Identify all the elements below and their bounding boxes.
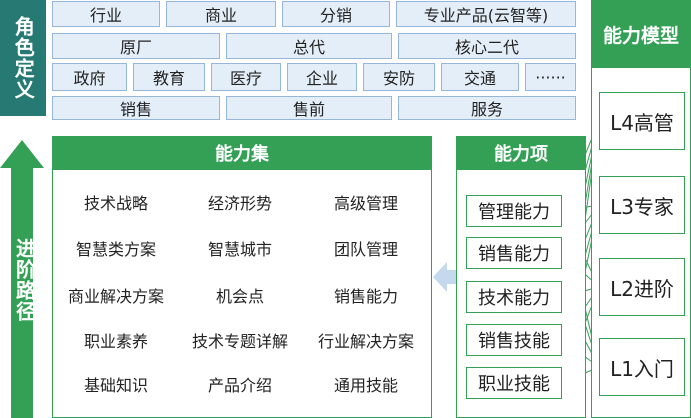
set-item: 销售能力 <box>333 287 398 306</box>
set-item: 技术战略 <box>83 194 148 213</box>
ability-items-title: 能力项 <box>456 136 586 170</box>
advancement-path-label: 进阶路径 <box>12 238 37 322</box>
path-arrow <box>0 140 44 418</box>
set-item: 团队管理 <box>333 240 398 259</box>
role-general-agent: 总代 <box>226 33 392 59</box>
set-item: 产品介绍 <box>207 376 272 395</box>
role-definition-label: 角色定义 <box>0 0 46 116</box>
set-item: 商业解决方案 <box>67 287 164 306</box>
flow-arrow-left <box>433 262 456 292</box>
ability-item: 管理能力 <box>466 195 562 227</box>
set-item: 职业素养 <box>83 332 148 351</box>
set-item: 行业解决方案 <box>317 332 414 351</box>
role-presales: 售前 <box>226 96 392 120</box>
level-l4: L4高管 <box>599 92 685 150</box>
ability-set-title: 能力集 <box>52 136 432 170</box>
role-security: 安防 <box>363 63 435 91</box>
ability-set-panel <box>52 136 432 418</box>
set-item: 技术专题详解 <box>191 332 288 351</box>
role-sales: 销售 <box>52 96 220 120</box>
level-l2: L2进阶 <box>599 258 685 316</box>
set-item: 智慧城市 <box>207 240 272 259</box>
level-l3: L3专家 <box>599 176 685 234</box>
set-item: 经济形势 <box>207 194 272 213</box>
role-industry: 行业 <box>52 1 160 27</box>
ability-item: 销售技能 <box>466 324 562 356</box>
role-medical: 医疗 <box>211 63 281 91</box>
role-service: 服务 <box>398 96 576 120</box>
role-enterprise: 企业 <box>287 63 357 91</box>
level-l1: L1入门 <box>599 338 685 396</box>
role-professional-products: 专业产品(云智等) <box>396 1 576 27</box>
set-item: 智慧类方案 <box>75 240 156 259</box>
role-education: 教育 <box>133 63 205 91</box>
ability-model-title: 能力模型 <box>591 0 691 68</box>
role-distribution: 分销 <box>282 1 390 27</box>
ability-item: 销售能力 <box>466 237 562 269</box>
set-item: 高级管理 <box>333 194 398 213</box>
set-item: 基础知识 <box>83 376 148 395</box>
role-manufacturer: 原厂 <box>52 33 220 59</box>
role-ellipsis: ······ <box>525 63 576 91</box>
ability-item: 职业技能 <box>466 367 562 399</box>
role-core-secondary-agent: 核心二代 <box>398 33 576 59</box>
ability-item: 技术能力 <box>466 281 562 313</box>
role-government: 政府 <box>52 63 127 91</box>
role-commerce: 商业 <box>166 1 276 27</box>
set-item: 机会点 <box>215 287 264 306</box>
set-item: 通用技能 <box>333 376 398 395</box>
role-transport: 交通 <box>441 63 519 91</box>
